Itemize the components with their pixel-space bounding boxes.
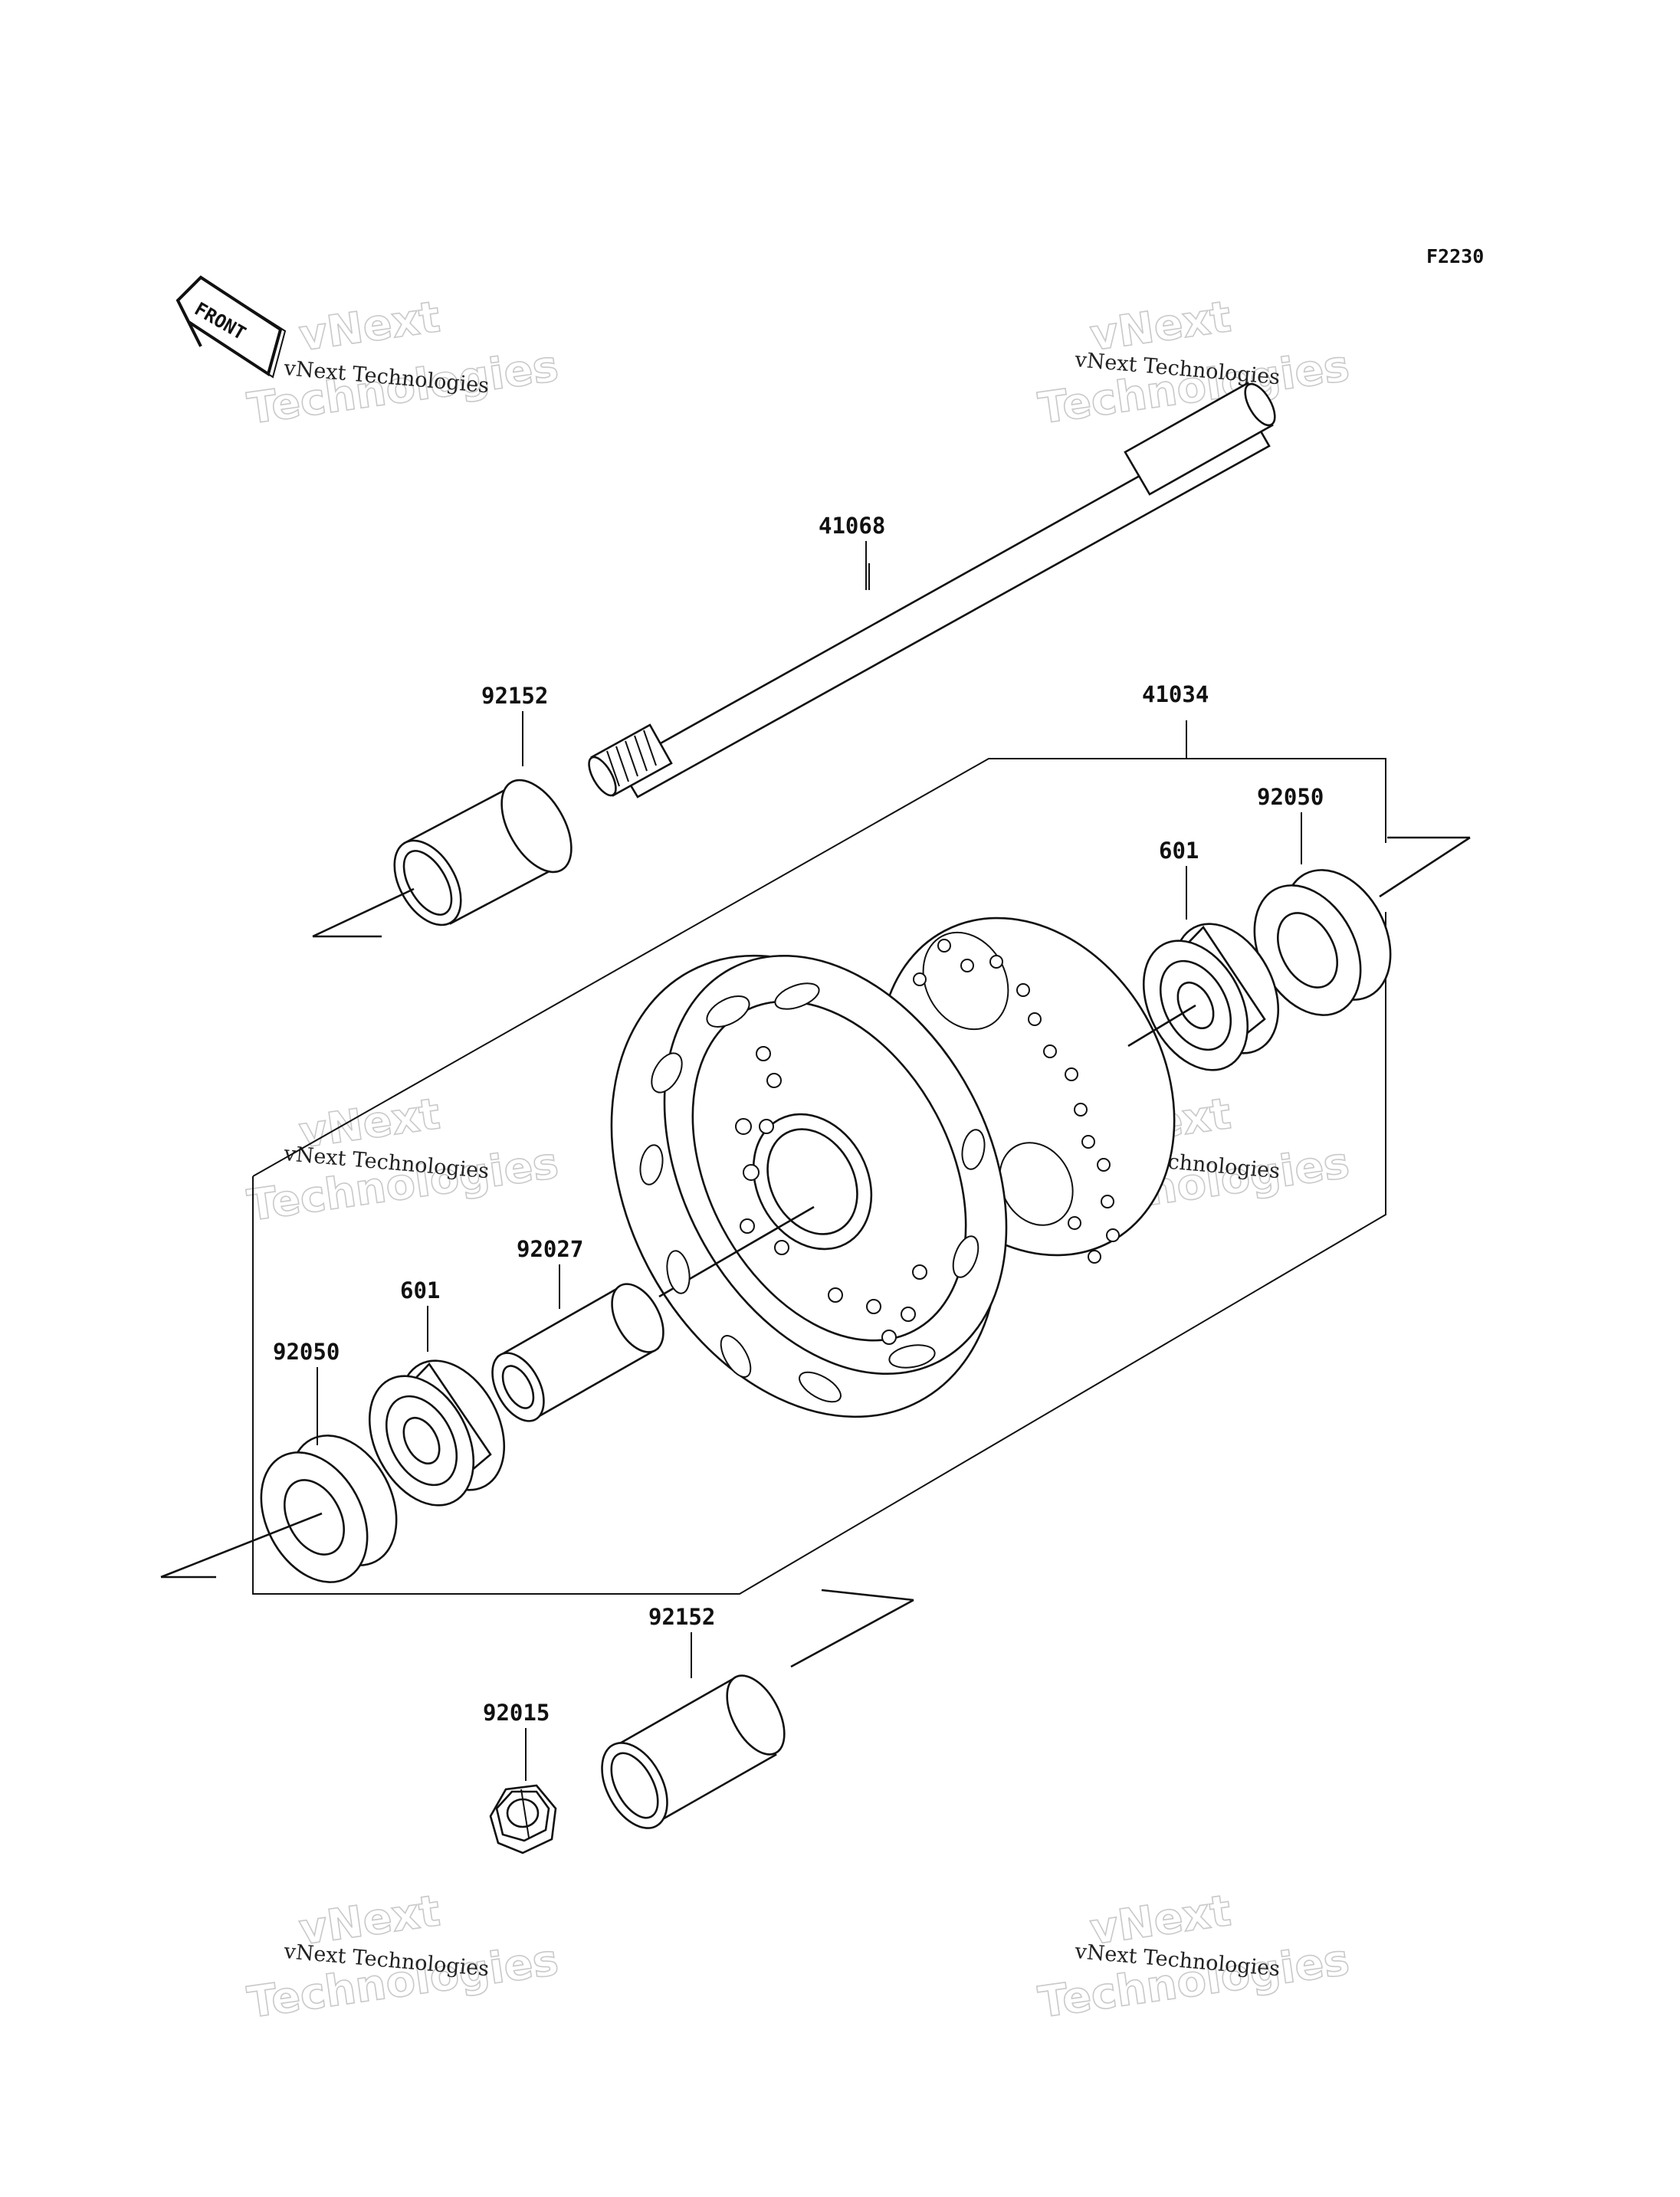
label-92015: 92015 (483, 1700, 550, 1726)
label-92050-left: 92050 (273, 1339, 340, 1365)
seal-right-92050 (1253, 836, 1471, 1016)
seal-left-92050 (160, 1435, 398, 1583)
bearing-right-601 (1127, 923, 1280, 1071)
label-92152-top: 92152 (481, 683, 548, 709)
label-92152-bottom: 92152 (648, 1604, 715, 1630)
diagram-code: F2230 (1426, 245, 1484, 267)
front-arrow-icon: FRONT (176, 275, 287, 379)
nut-92015 (489, 1784, 557, 1854)
label-41068: 41068 (819, 513, 885, 539)
axle-41068 (588, 382, 1276, 798)
collar-bottom-92152 (601, 1589, 914, 1829)
watermark-top-left: vNext Technologies (244, 291, 562, 434)
label-601-left: 601 (400, 1277, 440, 1303)
collar-top-92152 (312, 779, 573, 938)
label-601-right: 601 (1159, 838, 1199, 864)
hub-assembly-outline (252, 720, 1386, 1595)
spacer-92027 (491, 1283, 664, 1422)
watermark-line1: vNext (296, 292, 443, 361)
bearing-left-601 (368, 1359, 506, 1507)
label-92050-right: 92050 (1257, 784, 1324, 810)
label-92027: 92027 (517, 1236, 583, 1262)
hub-41034 (610, 917, 1176, 1418)
label-41034: 41034 (1142, 681, 1209, 707)
